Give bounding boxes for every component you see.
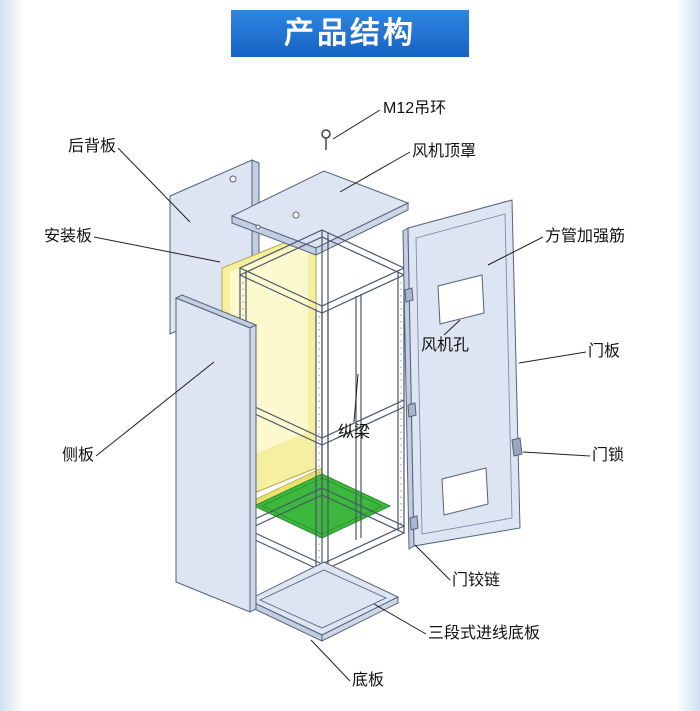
leader-fan-top-cover [339,151,411,193]
label-m12-lifting-ring: M12吊环 [383,100,447,117]
label-mounting-plate: 安装板 [44,228,93,245]
door-hinge-mark [404,287,414,303]
label-rear-panel: 后背板 [68,138,117,155]
label-longitudinal-beam: 纵梁 [338,424,371,441]
leader-lines [93,109,591,682]
leader-longitudinal-beam [353,373,359,423]
m12-ring-graphic [321,129,331,150]
leader-fan-hole [443,319,461,336]
label-bottom-plate: 底板 [352,672,385,689]
bottom-tray-graphic [246,561,400,642]
label-fan-hole: 风机孔 [421,337,470,354]
door-cutout-bottom [441,467,489,516]
fan-top-cover-graphic [230,170,410,256]
leader-rear-panel [117,147,191,223]
mid-rail-graphic [239,399,405,446]
label-door-lock: 门锁 [592,447,625,464]
leader-door-panel [518,351,587,364]
label-square-tube-rib: 方管加强筋 [545,228,626,245]
door-hinge-mark [409,515,419,531]
label-door-hinge: 门铰链 [452,572,501,589]
page-title-banner: 产品结构 [231,10,469,57]
label-door-panel: 门板 [588,343,621,360]
side-panel-graphic [174,294,258,613]
leader-bottom-tray [373,603,427,635]
panel-hole [229,175,237,183]
label-fan-top-cover: 风机顶罩 [412,143,477,160]
door-panel-graphic [402,199,523,550]
leader-door-hinge [414,544,451,581]
leader-bottom-plate [310,639,351,682]
label-side-panel: 侧板 [62,447,95,464]
leader-side-panel [95,361,215,457]
door-lock-mark [511,437,523,457]
cover-hole [292,211,300,219]
door-hinge-mark [407,402,417,418]
leader-mounting-plate [93,236,221,263]
fan-hole-cutout [437,274,485,325]
page-title: 产品结构 [284,16,416,50]
leader-m12-lifting-ring [332,109,381,140]
label-three-section-bottom-plate: 三段式进线底板 [428,625,541,642]
leader-square-tube-rib [487,236,544,266]
cover-hole [255,224,261,230]
leader-door-lock [522,451,591,457]
